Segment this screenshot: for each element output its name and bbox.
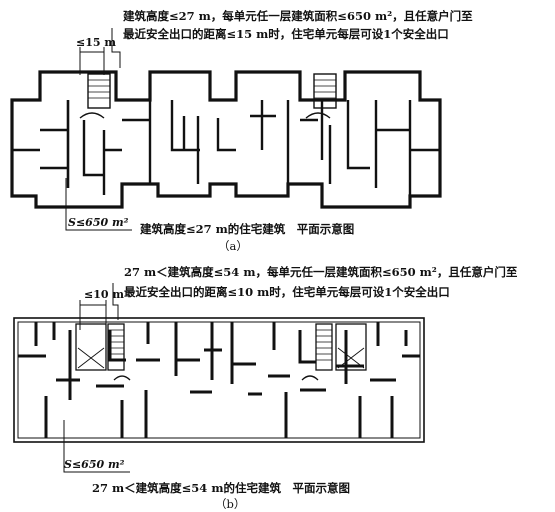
panel-a-caption: 建筑高度≤27 m的住宅建筑 平面示意图 (140, 222, 354, 236)
panel-a-sub-label: （a） (218, 239, 248, 253)
panel-a-note-line1: 建筑高度≤27 m，每单元任一层建筑面积≤650 m²，且任意户门至 (123, 9, 473, 23)
panel-a-leader-line (111, 28, 121, 68)
panel-b-area-label: S≤650 m² (64, 458, 125, 471)
panel-b-note-line2: 最近安全出口的距离≤10 m时，住宅单元每层可设1个安全出口 (124, 285, 450, 299)
panel-b-distance-label: ≤10 m (84, 288, 124, 301)
panel-b-area-leader (63, 420, 130, 473)
panel-b-caption: 27 m＜建筑高度≤54 m的住宅建筑 平面示意图 (92, 481, 350, 495)
panel-a-area-leader (65, 178, 132, 231)
panel-a-note-line2: 最近安全出口的距离≤15 m时，住宅单元每层可设1个安全出口 (123, 27, 449, 41)
panel-b-leader-line (112, 283, 119, 320)
panel-b-floor-plan (13, 317, 425, 443)
panel-a-floor-plan (10, 70, 442, 209)
panel-b-note-line1: 27 m＜建筑高度≤54 m，每单元任一层建筑面积≤650 m²，且任意户门至 (124, 265, 518, 279)
panel-b: 27 m＜建筑高度≤54 m，每单元任一层建筑面积≤650 m²，且任意户门至 … (13, 265, 518, 511)
panel-a: 建筑高度≤27 m，每单元任一层建筑面积≤650 m²，且任意户门至 最近安全出… (10, 9, 473, 253)
panel-a-area-label: S≤650 m² (68, 216, 129, 229)
panel-b-sub-label: （b） (215, 497, 245, 511)
panel-a-distance-label: ≤15 m (76, 36, 116, 49)
